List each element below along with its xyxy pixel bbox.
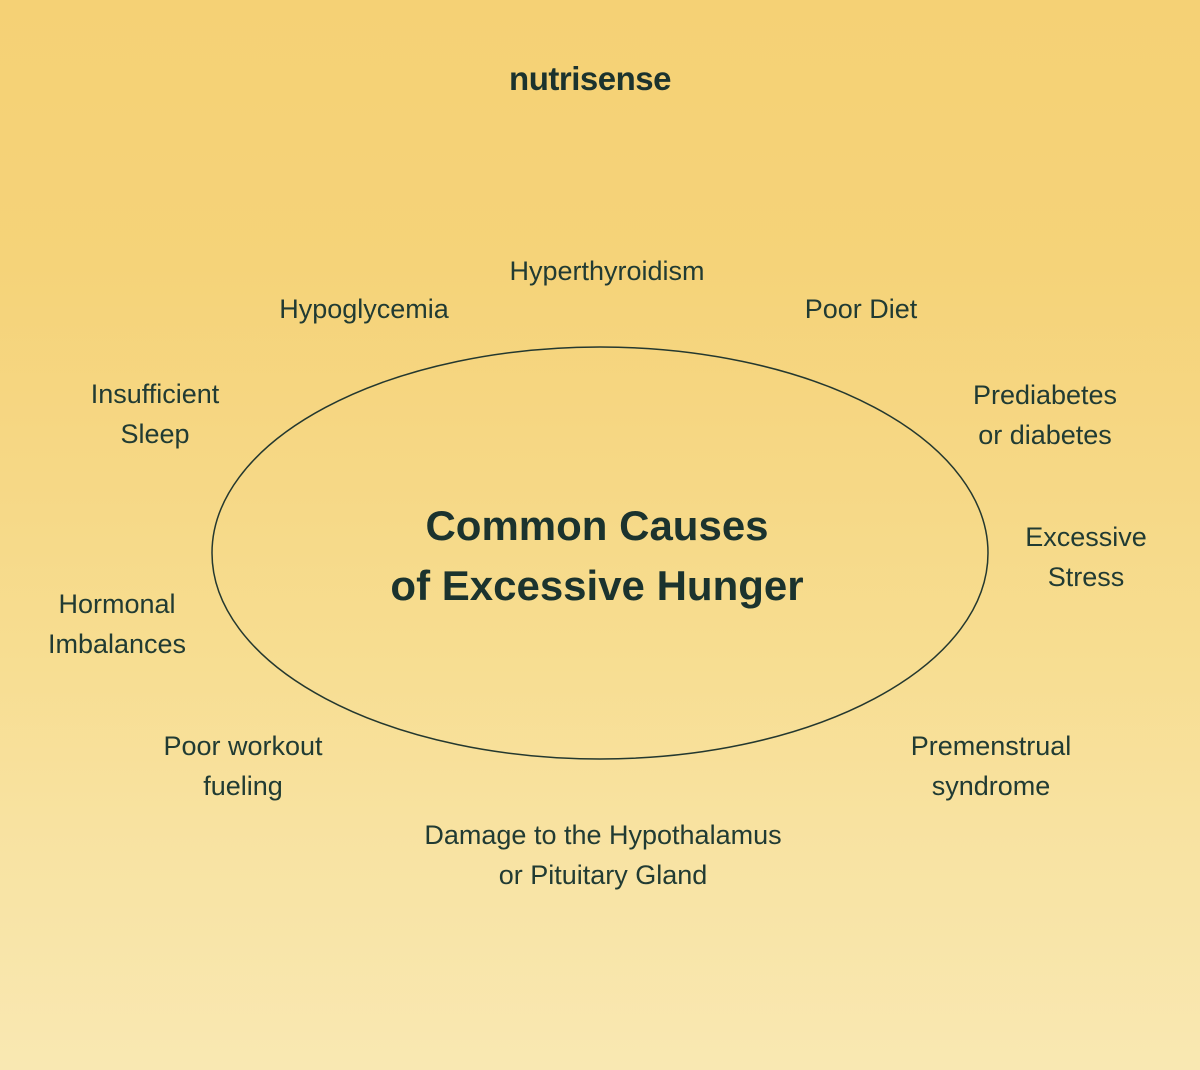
cause-label-poor-workout-fueling: Poor workout fueling [163, 731, 323, 801]
cause-label-excessive-stress: Excessive Stress [1025, 522, 1147, 592]
cause-label-poor-diet: Poor Diet [804, 294, 918, 324]
cause-label-hormonal-imbalances: Hormonal Imbalances [47, 589, 187, 659]
cause-label-prediabetes-or-diabetes: Prediabetes or diabetes [972, 380, 1118, 450]
cause-label-damage-hypothalamus-pituitary: Damage to the Hypothalamus or Pituitary … [424, 820, 782, 890]
cause-label-insufficient-sleep: Insufficient Sleep [90, 379, 220, 449]
cause-label-hyperthyroidism: Hyperthyroidism [509, 256, 705, 286]
diagram-title: Common Causes of Excessive Hunger [390, 502, 804, 609]
cause-label-hypoglycemia: Hypoglycemia [279, 294, 449, 324]
cause-label-premenstrual-syndrome: Premenstrual syndrome [910, 731, 1072, 801]
brand-logo: nutrisense [509, 60, 671, 97]
